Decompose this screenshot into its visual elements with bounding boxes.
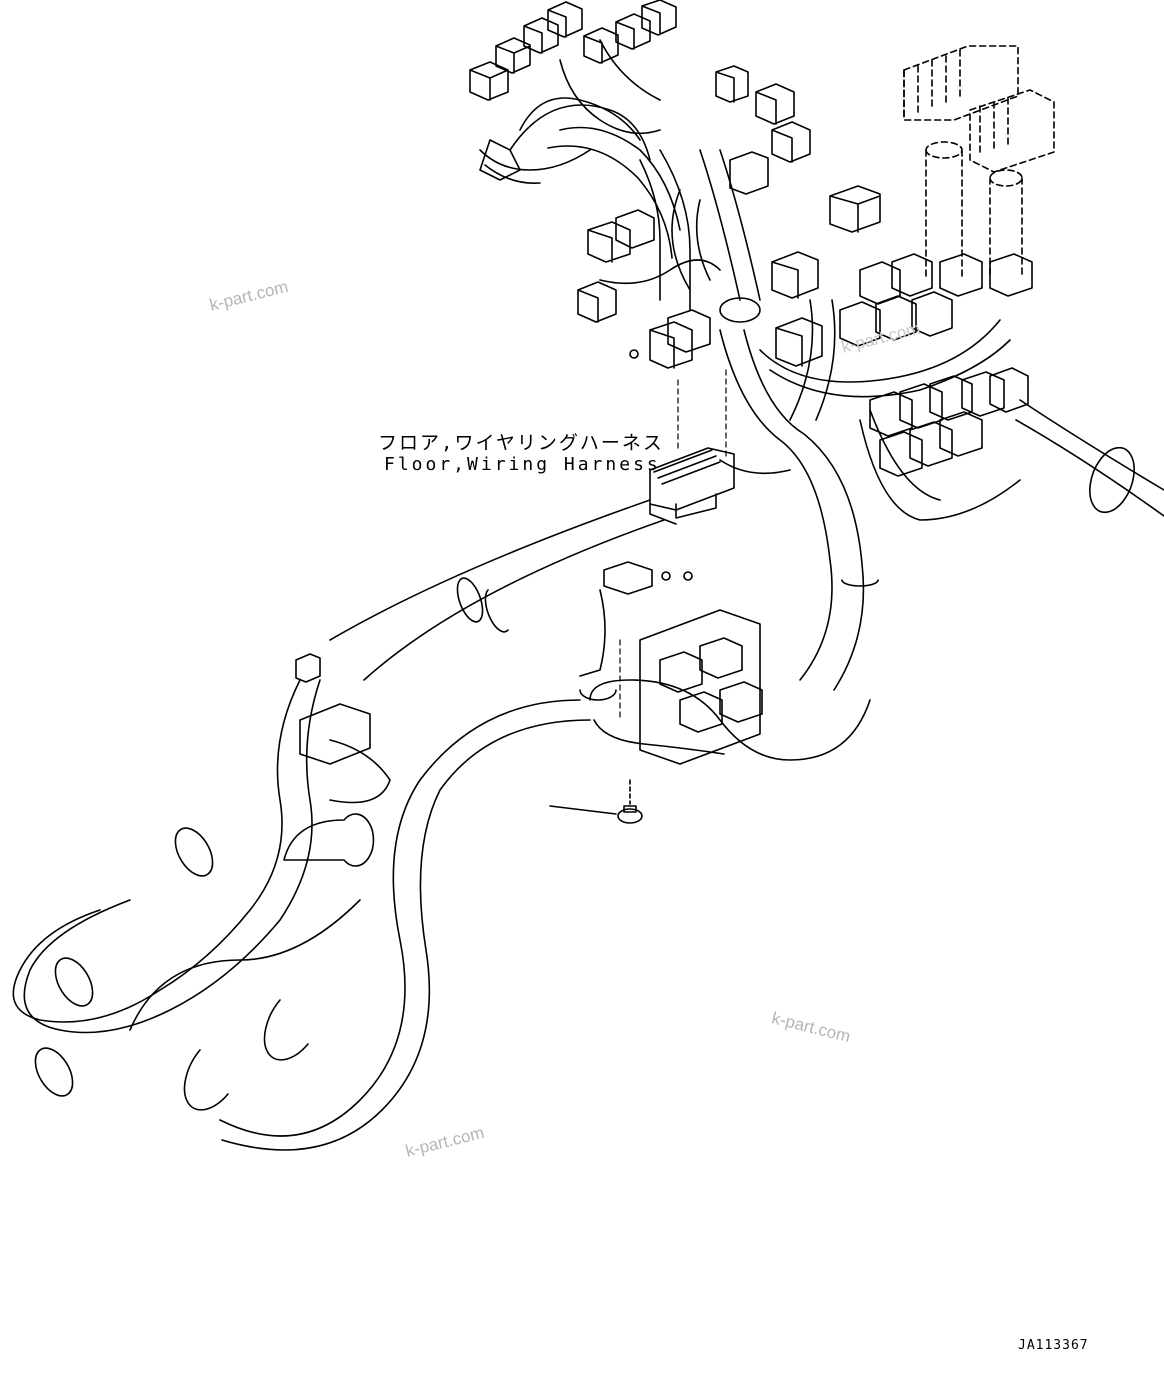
leader-lines bbox=[619, 369, 727, 721]
floor-harness-connector bbox=[649, 447, 735, 525]
relay-cluster-right bbox=[759, 185, 1033, 521]
ground-bolt bbox=[549, 779, 643, 824]
lower-harness-loop bbox=[129, 699, 591, 1151]
central-trunk bbox=[719, 329, 879, 691]
part-label-japanese: フロア,ワイヤリングハーネス bbox=[378, 432, 664, 454]
upper-right-connectors bbox=[671, 65, 811, 301]
long-left-harness bbox=[12, 499, 665, 1097]
dashed-relay-blocks bbox=[903, 45, 1055, 281]
right-cable bbox=[1015, 399, 1164, 517]
upper-connector-cluster bbox=[469, 0, 691, 311]
cable-clamp bbox=[283, 703, 391, 867]
figure-id: JA113367 bbox=[1018, 1338, 1089, 1353]
middle-left-connectors bbox=[577, 209, 761, 369]
bracket-assembly bbox=[579, 561, 871, 765]
part-label-english: Floor,Wiring Harness bbox=[384, 454, 661, 475]
